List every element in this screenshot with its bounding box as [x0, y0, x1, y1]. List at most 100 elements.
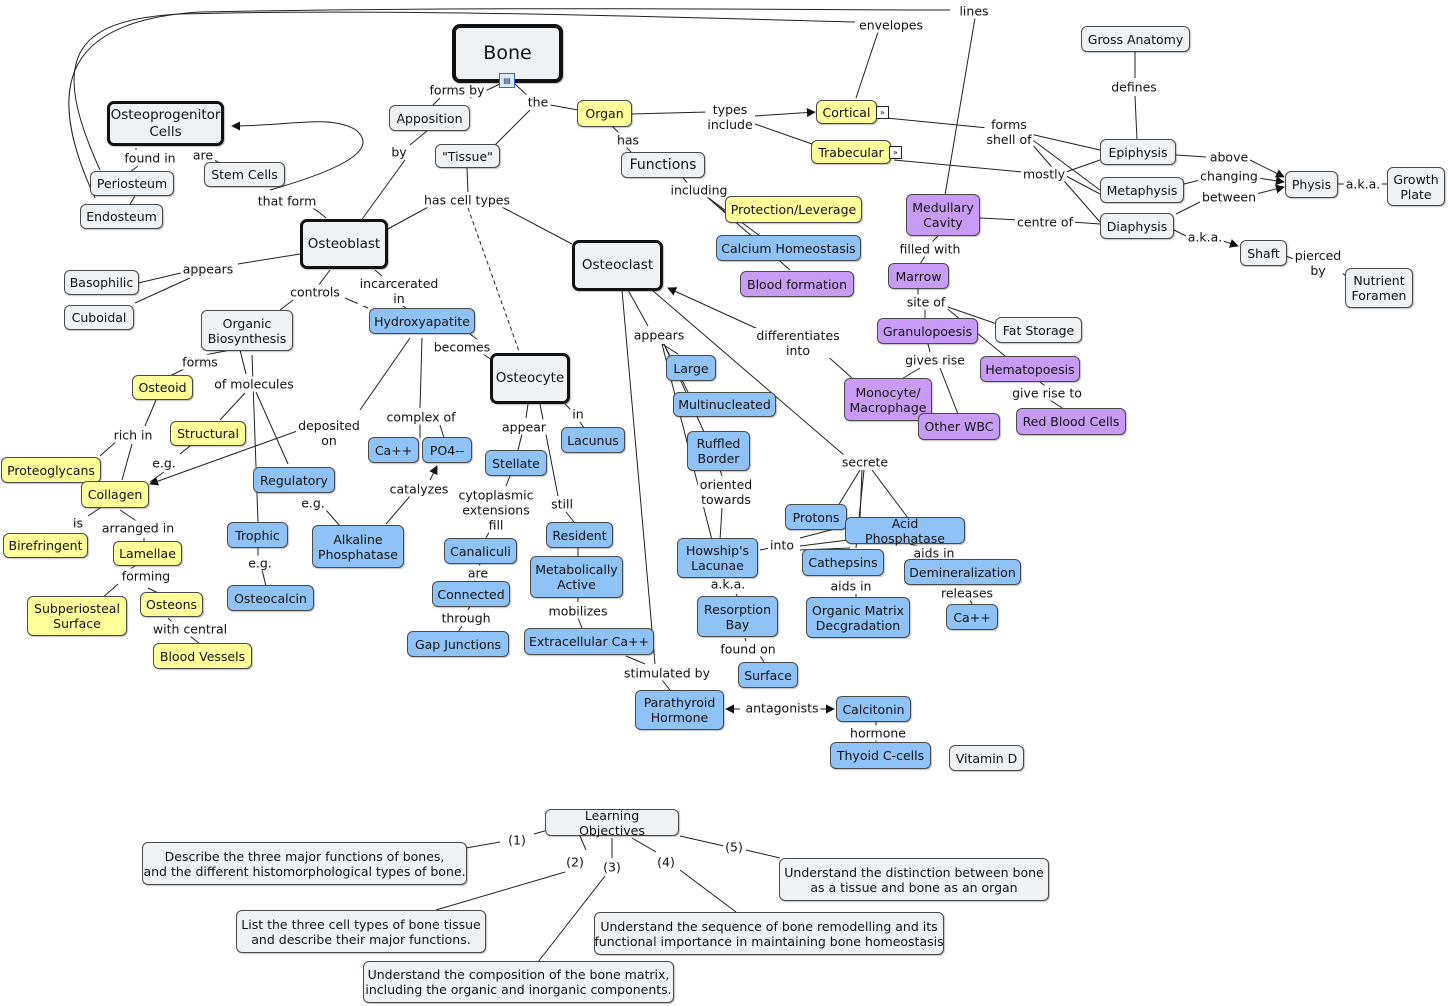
node-vitamin-d[interactable]: Vitamin D [949, 745, 1024, 771]
node-red-blood-cells[interactable]: Red Blood Cells [1016, 408, 1126, 435]
node-large[interactable]: Large [666, 355, 716, 381]
link-label: has cell types [422, 192, 512, 208]
node-gap-junctions[interactable]: Gap Junctions [407, 631, 509, 657]
node-objective-2[interactable]: List the three cell types of bone tissue… [236, 910, 486, 953]
node-parathyroid-hormone[interactable]: Parathyroid Hormone [635, 690, 724, 730]
node-lacunus[interactable]: Lacunus [561, 427, 625, 453]
link-label: gives rise [903, 352, 967, 368]
node-multinucleated[interactable]: Multinucleated [673, 392, 776, 417]
node-fat-storage[interactable]: Fat Storage [995, 317, 1082, 343]
link-label: with central [150, 621, 230, 637]
node-trabecular[interactable]: Trabecular [811, 140, 891, 164]
node-marrow[interactable]: Marrow [888, 263, 949, 289]
node-structural[interactable]: Structural [170, 421, 246, 446]
expand-icon[interactable]: » [876, 106, 889, 119]
node-resorption-bay[interactable]: Resorption Bay [697, 596, 778, 637]
node-osteoprogenitor-cells[interactable]: Osteoprogenitor Cells [107, 101, 224, 146]
node-extracellular-ca[interactable]: Extracellular Ca++ [524, 628, 654, 655]
node-protection-leverage[interactable]: Protection/Leverage [725, 196, 862, 223]
node-functions[interactable]: Functions [621, 152, 705, 178]
link-label: incarcerated in [357, 276, 441, 306]
node-physis[interactable]: Physis [1285, 171, 1338, 198]
node-stem-cells[interactable]: Stem Cells [204, 162, 285, 187]
node-howships-lacunae[interactable]: Howship's Lacunae [677, 538, 758, 578]
node-osteoclast[interactable]: Osteoclast [572, 240, 663, 291]
node-organic-matrix-degradation[interactable]: Organic Matrix Decgradation [806, 597, 910, 638]
node-apposition[interactable]: Apposition [389, 105, 470, 131]
node-lamellae[interactable]: Lamellae [113, 541, 182, 566]
node-other-wbc[interactable]: Other WBC [918, 413, 1000, 440]
node-objective-5[interactable]: Understand the distinction between bone … [779, 858, 1049, 901]
node-diaphysis[interactable]: Diaphysis [1100, 213, 1174, 239]
node-stellate[interactable]: Stellate [485, 450, 547, 476]
node-hematopoesis[interactable]: Hematopoesis [980, 356, 1080, 382]
node-osteocalcin[interactable]: Osteocalcin [227, 585, 314, 611]
node-tissue[interactable]: "Tissue" [435, 144, 500, 168]
node-cathepsins[interactable]: Cathepsins [802, 549, 884, 576]
node-proteoglycans[interactable]: Proteoglycans [1, 457, 101, 483]
node-basophilic[interactable]: Basophilic [64, 270, 139, 295]
node-collagen[interactable]: Collagen [81, 481, 149, 508]
node-medullary-cavity[interactable]: Medullary Cavity [906, 194, 980, 236]
node-calcitonin[interactable]: Calcitonin [836, 696, 911, 722]
link-label: of molecules [212, 376, 296, 392]
node-objective-4[interactable]: Understand the sequence of bone remodell… [594, 912, 944, 955]
node-endosteum[interactable]: Endosteum [80, 204, 163, 229]
link-label: has [614, 132, 642, 148]
node-nutrient-foramen[interactable]: Nutrient Foramen [1345, 268, 1413, 308]
link-label: the [525, 94, 551, 110]
node-ruffled-border[interactable]: Ruffled Border [687, 431, 750, 471]
node-blood-formation[interactable]: Blood formation [740, 271, 854, 297]
node-alkaline-phosphatase[interactable]: Alkaline Phosphatase [312, 525, 404, 568]
node-cortical[interactable]: Cortical [816, 100, 877, 124]
node-organ[interactable]: Organ [577, 100, 632, 127]
link-label: differentiates into [754, 328, 842, 358]
node-demineralization[interactable]: Demineralization [904, 559, 1021, 585]
node-blood-vessels[interactable]: Blood Vessels [153, 643, 252, 669]
node-ca-released[interactable]: Ca++ [946, 604, 998, 630]
node-subperiosteal-surface[interactable]: Subperiosteal Surface [27, 596, 127, 636]
node-connected[interactable]: Connected [432, 581, 510, 607]
link-label: e.g. [246, 555, 274, 571]
node-objective-1[interactable]: Describe the three major functions of bo… [142, 842, 467, 885]
link-label: including [668, 182, 730, 198]
link-label: deposited on [296, 418, 362, 448]
node-ca[interactable]: Ca++ [368, 437, 419, 463]
node-hydroxyapatite[interactable]: Hydroxyapatite [369, 308, 475, 334]
node-gross-anatomy[interactable]: Gross Anatomy [1081, 26, 1190, 52]
node-thyoid-c-cells[interactable]: Thyoid C-cells [830, 742, 931, 769]
link-label: forming [119, 568, 173, 584]
node-shaft[interactable]: Shaft [1240, 240, 1287, 266]
node-acid-phosphatase[interactable]: Acid Phosphatase [845, 516, 965, 546]
node-surface[interactable]: Surface [738, 662, 798, 688]
node-protons[interactable]: Protons [785, 504, 847, 530]
node-organic-biosynthesis[interactable]: Organic Biosynthesis [201, 310, 293, 351]
node-regulatory[interactable]: Regulatory [253, 467, 335, 493]
link-label: cytoplasmic extensions fill [456, 487, 536, 533]
node-objective-3[interactable]: Understand the composition of the bone m… [363, 961, 674, 1003]
node-canaliculi[interactable]: Canaliculi [444, 538, 517, 564]
node-granulopoesis[interactable]: Granulopoesis [877, 318, 978, 344]
node-birefringent[interactable]: Birefringent [3, 533, 88, 558]
node-metaphysis[interactable]: Metaphysis [1100, 177, 1184, 203]
node-cuboidal[interactable]: Cuboidal [64, 305, 134, 330]
node-periosteum[interactable]: Periosteum [90, 171, 174, 196]
node-calcium-homeostasis[interactable]: Calcium Homeostasis [716, 235, 861, 261]
node-epiphysis[interactable]: Epiphysis [1100, 139, 1176, 165]
node-osteocyte[interactable]: Osteocyte [490, 353, 570, 404]
node-resident[interactable]: Resident [546, 522, 613, 548]
document-icon[interactable]: ▤ [499, 73, 515, 88]
node-osteoblast[interactable]: Osteoblast [300, 219, 388, 269]
node-monocyte-macrophage[interactable]: Monocyte/ Macrophage [844, 378, 932, 421]
node-po4[interactable]: PO4-- [422, 437, 472, 463]
link-label: a.k.a. [1343, 176, 1383, 192]
node-learning-objectives[interactable]: Learning Objectives [545, 808, 679, 838]
link-label: pierced by [1292, 248, 1344, 278]
expand-icon[interactable]: » [889, 146, 902, 159]
node-metabolically-active[interactable]: Metabolically Active [530, 556, 623, 598]
node-osteoid[interactable]: Osteoid [132, 375, 193, 400]
node-trophic[interactable]: Trophic [227, 522, 288, 548]
link-label: (5) [723, 839, 745, 855]
node-osteons[interactable]: Osteons [140, 592, 203, 617]
node-growth-plate[interactable]: Growth Plate [1387, 167, 1445, 206]
